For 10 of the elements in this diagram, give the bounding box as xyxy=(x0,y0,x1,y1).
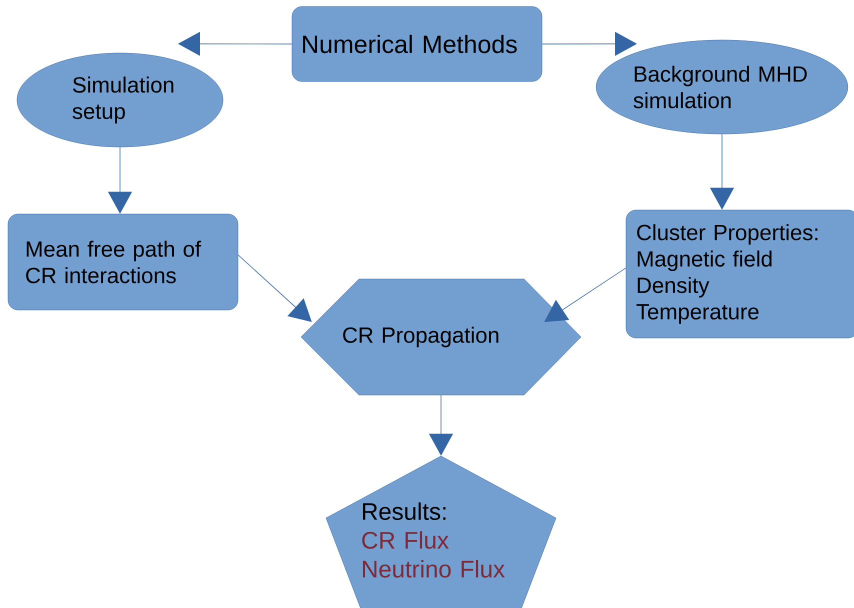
process-box: Numerical Methods xyxy=(292,6,542,82)
arrow xyxy=(542,32,637,56)
pentagon-node: Results: CR Flux Neutrino Flux xyxy=(326,456,556,608)
ellipse-node: Background MHD simulation xyxy=(596,40,848,134)
ellipse-node: Simulation setup xyxy=(16,52,224,148)
arrow xyxy=(238,254,312,322)
arrow xyxy=(544,268,626,322)
process-box: Cluster Properties: Magnetic field Density Temperature xyxy=(626,210,854,338)
hexagon-node: CR Propagation xyxy=(300,278,582,396)
process-box: Mean free path of CR interactions xyxy=(8,214,238,310)
